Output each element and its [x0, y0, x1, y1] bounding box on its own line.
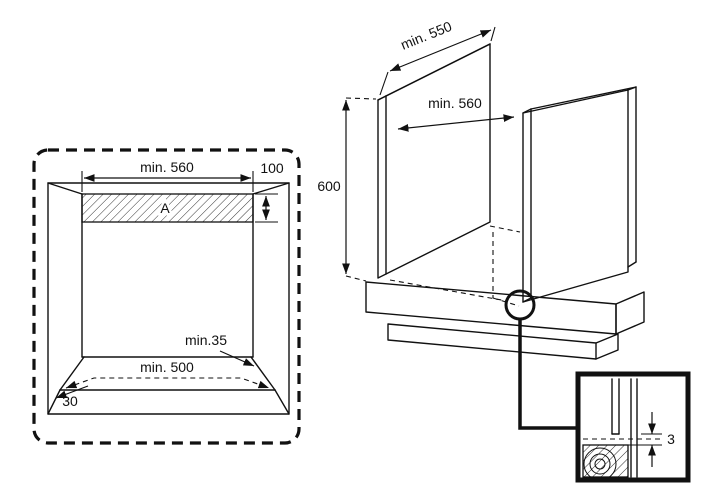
vent-area-a-hatch	[81, 193, 254, 223]
dim-100: 100	[255, 160, 284, 223]
detail-leader-line	[518, 319, 576, 430]
dim-min550: min. 550	[379, 18, 496, 96]
dashed-frame	[32, 148, 301, 445]
detail-view: 3	[575, 371, 691, 483]
dim-600: 600	[317, 97, 377, 282]
dim-min35: min.35	[185, 332, 255, 367]
front-view: A min. 560 100 min. 500 min.35 3	[32, 148, 301, 445]
worktop-grain	[583, 447, 617, 477]
dim-min560-iso-label: min. 560	[428, 95, 482, 111]
dim-3: 3	[628, 412, 675, 467]
dim-600-label: 600	[317, 178, 341, 194]
dim-min560-iso: min. 560	[397, 95, 515, 132]
dim-min35-label: min.35	[185, 332, 227, 348]
detail-panels	[611, 378, 638, 478]
dim-30-label: 30	[62, 393, 78, 409]
dim-3-label: 3	[667, 431, 675, 447]
dim-min500-label: min. 500	[140, 359, 194, 375]
dim-min500: min. 500	[65, 359, 270, 389]
dim-min560-front-label: min. 560	[140, 159, 194, 175]
base-box	[365, 281, 645, 360]
side-panel	[522, 86, 637, 303]
iso-view: 600 min. 550 min. 560	[317, 18, 645, 430]
dim-min560-front: min. 560	[81, 159, 254, 192]
dim-min550-label: min. 550	[398, 18, 454, 53]
dim-30: 30	[55, 385, 89, 409]
dim-100-label: 100	[260, 160, 284, 176]
area-a-label: A	[160, 200, 170, 216]
back-panel	[377, 43, 491, 279]
